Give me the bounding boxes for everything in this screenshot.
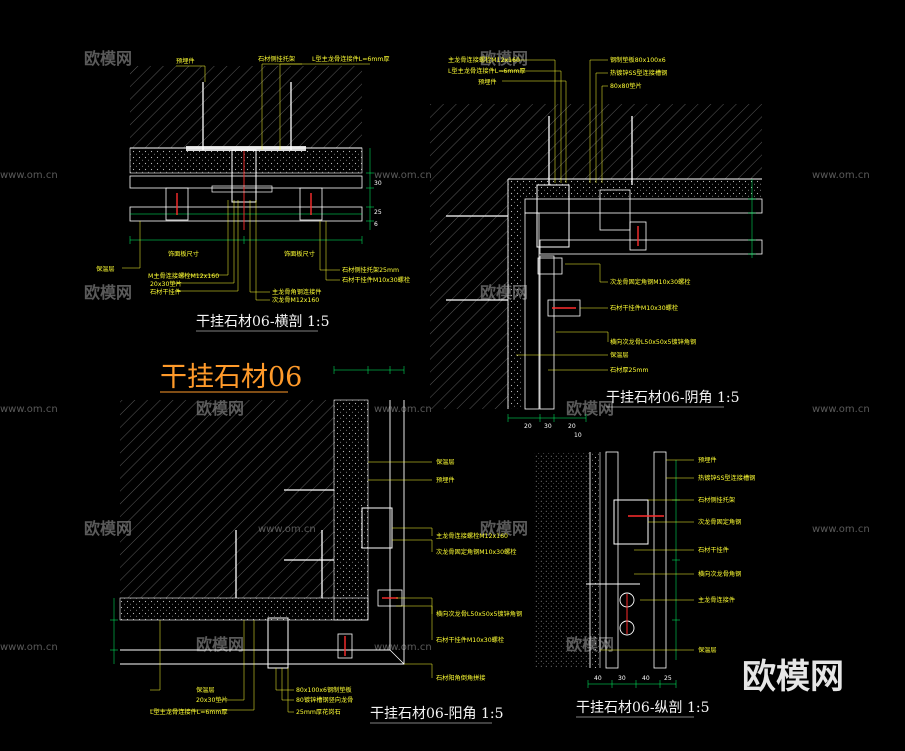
- o-right-label-7: 石材阳角倒角拼接: [436, 674, 486, 682]
- dim-v-4: 25: [664, 675, 672, 682]
- watermark-brand: 欧模网: [84, 49, 132, 68]
- h-bottom-label-8: 石材干挂件M10x30螺栓: [342, 276, 410, 284]
- o-bottom-label-2: 20x30垫片: [196, 696, 228, 704]
- dim-i-2: 30: [544, 423, 552, 430]
- dim-h-3: 6: [374, 221, 378, 228]
- stone-clip-right: [299, 187, 323, 221]
- watermark-url: www.om.cn: [374, 170, 432, 181]
- h-top-label-2: 石材侧挂托架: [258, 55, 295, 63]
- view-title-horizontal: 干挂石材06-横剖 1:5: [196, 314, 330, 330]
- view-title-inner-corner: 干挂石材06-阴角 1:5: [606, 390, 740, 406]
- o-right-label-3: 主龙骨连接螺栓M12x160: [436, 532, 508, 540]
- watermark-url: www.om.cn: [0, 404, 58, 415]
- dim-i-1: 20: [524, 423, 532, 430]
- wall-hatch-region: [130, 66, 362, 148]
- insulation-layer: [129, 147, 363, 174]
- view-horizontal-section: 30 25 6 饰面板尺寸 饰面板尺寸 预埋件 石材侧挂托架 L型主龙骨连接件L…: [96, 55, 410, 332]
- view-inner-corner: 20 30 20 10 主龙骨连接螺栓M12x160 L型主龙骨连接件L=6mm…: [430, 56, 763, 439]
- o-bottom-label-1: 保温层: [196, 686, 215, 694]
- v-right-label-8: 保温层: [698, 646, 717, 654]
- watermark-url: www.om.cn: [0, 170, 58, 181]
- h-bottom-label-7: 石材侧挂托架25mm: [342, 266, 399, 274]
- inner-main-channel: [536, 184, 570, 248]
- i-right-label-1: 次龙骨固定角钢M10x30螺栓: [610, 278, 690, 286]
- o-bottom-label-5: 80镀锌槽钢竖向龙骨: [296, 696, 353, 704]
- stone-clip-left: [165, 187, 189, 221]
- h-bottom-label-2: M主骨连接螺栓M12x160: [148, 272, 219, 280]
- i-right-label-2: 石材干挂件M10x30螺栓: [610, 304, 678, 312]
- v-right-label-4: 次龙骨固定角钢: [698, 518, 741, 526]
- i-top-label-6: 80x80垫片: [610, 82, 642, 90]
- v-right-label-1: 预埋件: [698, 456, 717, 464]
- view-title-vertical: 干挂石材06-纵剖 1:5: [576, 700, 710, 716]
- o-right-label-1: 保温层: [436, 458, 455, 466]
- dim-i-4: 10: [574, 432, 582, 439]
- dim-h-1: 30: [374, 180, 382, 187]
- h-bottom-label-4: 石材干挂件: [150, 288, 181, 296]
- h-bottom-label-1: 保温层: [96, 265, 115, 273]
- i-top-label-4: 钢制垫板80x100x6: [610, 56, 666, 64]
- v-right-label-5: 石材干挂件: [698, 546, 729, 554]
- h-top-label-1: 预埋件: [176, 57, 195, 65]
- watermark-url: www.om.cn: [812, 404, 870, 415]
- o-bottom-label-3: L型主龙骨连接件L=6mm厚: [150, 708, 228, 716]
- dim-label-panel-left: 饰面板尺寸: [168, 250, 199, 258]
- watermark-url: www.om.cn: [374, 404, 432, 415]
- view-vertical-section: 40 30 40 25 预埋件 热镀锌SS型连接槽钢 石材侧挂托架 次龙骨固定角…: [534, 451, 755, 718]
- h-bottom-label-5: 主龙骨角钢连接件: [272, 288, 322, 296]
- h-bottom-label-6: 次龙骨M12x160: [272, 296, 319, 304]
- dim-i-3: 20: [568, 423, 576, 430]
- main-title: 干挂石材06: [160, 362, 302, 393]
- watermark-brand: 欧模网: [84, 283, 132, 302]
- i-right-label-5: 石材厚25mm: [610, 366, 649, 374]
- h-top-label-3: L型主龙骨连接件L=6mm厚: [312, 55, 390, 63]
- v-right-label-7: 主龙骨连接件: [698, 596, 735, 604]
- i-right-label-4: 保温层: [610, 351, 629, 359]
- watermark-url: www.om.cn: [812, 170, 870, 181]
- o-bottom-label-6: 25mm厚花岗石: [296, 708, 341, 716]
- brand-logo: 欧模网: [742, 657, 844, 697]
- view-title-outer-corner: 干挂石材06-阳角 1:5: [370, 706, 504, 722]
- i-top-label-5: 热镀锌SS型连接槽钢: [610, 69, 667, 77]
- watermark-url: www.om.cn: [0, 642, 58, 653]
- dim-v-1: 40: [594, 675, 602, 682]
- watermark-brand: 欧模网: [196, 635, 244, 654]
- dim-v-3: 40: [642, 675, 650, 682]
- v-right-label-3: 石材侧挂托架: [698, 496, 735, 504]
- watermark-brand: 欧模网: [480, 519, 528, 538]
- o-right-label-5: 横向次龙骨L50x50x5镀锌角钢: [436, 610, 522, 618]
- dim-label-panel-right: 饰面板尺寸: [284, 250, 315, 258]
- o-right-label-2: 预埋件: [436, 476, 455, 484]
- watermark-brand: 欧模网: [480, 49, 528, 68]
- i-right-label-3: 横向次龙骨L50x50x5镀锌角钢: [610, 338, 696, 346]
- watermark-url: www.om.cn: [374, 642, 432, 653]
- dim-v-2: 30: [618, 675, 626, 682]
- o-bottom-label-4: 80x100x6钢制垫板: [296, 686, 352, 694]
- v-right-label-2: 热镀锌SS型连接槽钢: [698, 474, 755, 482]
- dim-h-2: 25: [374, 209, 382, 216]
- view-outer-corner: 保温层 预埋件 主龙骨连接螺栓M12x160 次龙骨固定角钢M10x30螺栓 横…: [110, 366, 522, 724]
- i-top-label-1: 主龙骨连接螺栓M12x160: [448, 56, 520, 64]
- o-right-label-4: 次龙骨固定角钢M10x30螺栓: [436, 548, 516, 556]
- o-right-label-6: 石材干挂件M10x30螺栓: [436, 636, 504, 644]
- h-bottom-label-3: 20x30垫片: [150, 280, 182, 288]
- watermark-brand: 欧模网: [566, 399, 614, 418]
- watermark-url: www.om.cn: [812, 524, 870, 535]
- i-top-label-3: 预埋件: [478, 78, 497, 86]
- v-right-label-6: 横向次龙骨角钢: [698, 570, 741, 578]
- i-top-label-2: L型主龙骨连接件L=6mm厚: [448, 67, 526, 75]
